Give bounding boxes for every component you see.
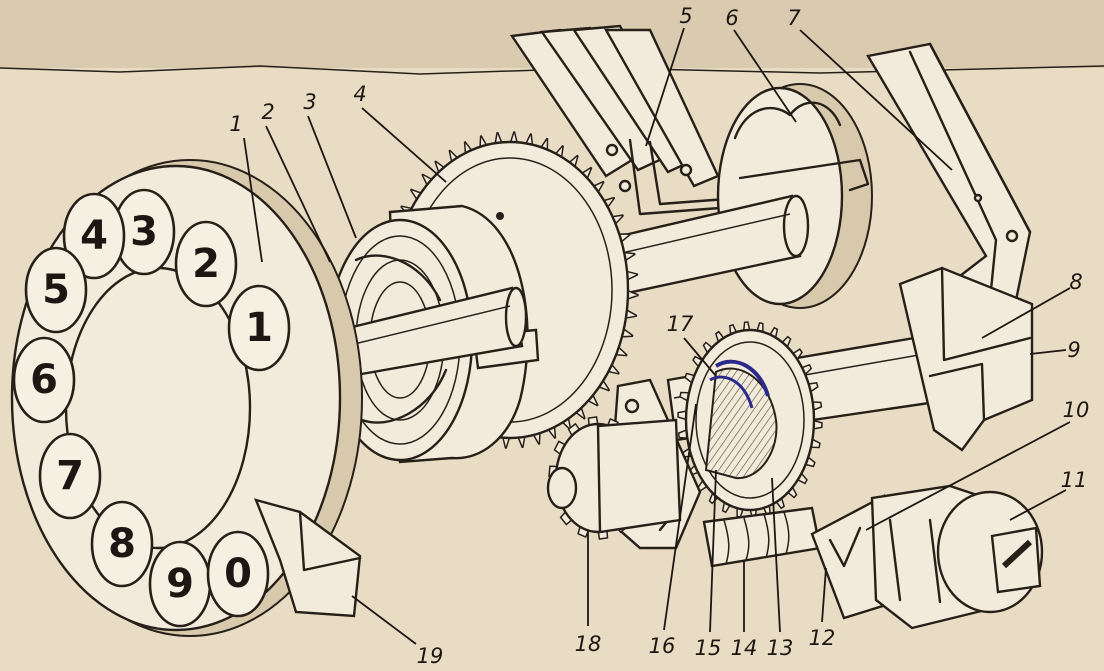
- dial-digit-0: 0: [224, 551, 252, 597]
- paper-torn-edge: [0, 65, 1104, 75]
- dial-digit-4: 4: [80, 213, 108, 259]
- finger-hole: [206, 530, 270, 618]
- dial-digit-2: 2: [192, 241, 220, 287]
- callout-10: 10: [1063, 398, 1090, 422]
- callout-6: 6: [725, 6, 738, 30]
- callout-labels: 1 2 3 4 5 6 7 8 9 10 11 12 13 14 15 16 1…: [229, 4, 1089, 668]
- pawl-ratchet: [704, 359, 778, 480]
- contact-springs: [509, 24, 742, 216]
- dial-digit-3: 3: [130, 209, 158, 255]
- finger-hole: [12, 336, 76, 424]
- finger-hole: [90, 500, 154, 588]
- callout-8: 8: [1069, 270, 1082, 294]
- dial-digit-5: 5: [42, 267, 70, 313]
- finger-hole: [24, 246, 88, 334]
- leader-lines: [243, 27, 1071, 645]
- dial-digit-9: 9: [166, 561, 194, 607]
- callout-12: 12: [809, 626, 836, 650]
- callout-5: 5: [679, 4, 692, 28]
- callout-15: 15: [695, 636, 722, 660]
- impulse-contact-assembly: [810, 484, 1044, 630]
- small-pinion: [546, 416, 682, 540]
- callout-19: 19: [417, 644, 444, 668]
- dial-digits: 1 2 3 4 5 6 7 8 9 0: [30, 209, 273, 607]
- callout-13: 13: [767, 636, 794, 660]
- callout-4: 4: [353, 82, 366, 106]
- dial-digit-7: 7: [56, 453, 84, 499]
- callout-9: 9: [1067, 338, 1080, 362]
- dial-digit-8: 8: [108, 521, 136, 567]
- finger-hole: [62, 192, 126, 280]
- governor-block: [898, 266, 1034, 452]
- finger-hole: [38, 432, 102, 520]
- callout-14: 14: [731, 636, 758, 660]
- callout-2: 2: [261, 100, 274, 124]
- callout-17: 17: [667, 312, 694, 336]
- callout-11: 11: [1061, 468, 1088, 492]
- dial-digit-6: 6: [30, 357, 58, 403]
- callout-3: 3: [303, 90, 316, 114]
- callout-16: 16: [649, 634, 676, 658]
- finger-stop: [253, 498, 362, 618]
- callout-1: 1: [229, 112, 242, 136]
- finger-hole: [227, 284, 291, 372]
- callout-18: 18: [575, 632, 602, 656]
- callout-7: 7: [787, 6, 801, 30]
- dial-digit-1: 1: [245, 305, 273, 351]
- finger-hole: [174, 220, 238, 308]
- lever-arm: [866, 42, 1032, 314]
